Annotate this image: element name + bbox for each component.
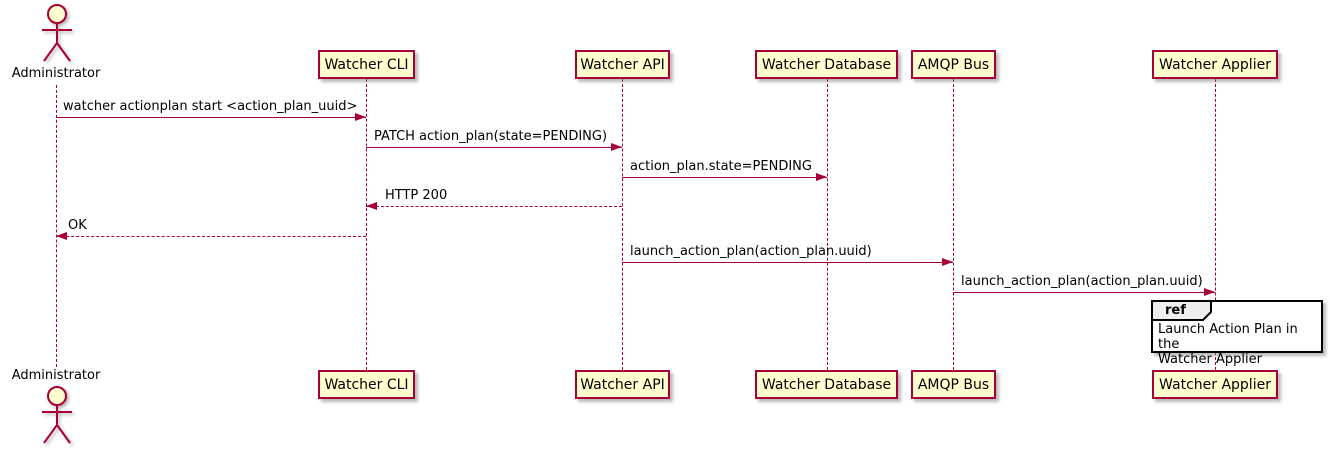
actor-label: Administrator (11, 368, 101, 383)
participant-watcher-database-bottom: Watcher Database (755, 370, 898, 399)
message-arrow-2 (366, 147, 622, 148)
message-label-4: HTTP 200 (385, 188, 448, 203)
participant-label: AMQP Bus (917, 376, 990, 393)
lifeline-watcher-cli (366, 79, 367, 370)
ref-fragment: ref Launch Action Plan in the Watcher Ap… (1151, 300, 1323, 367)
message-label-3: action_plan.state=PENDING (630, 159, 812, 174)
message-label-6: launch_action_plan(action_plan.uuid) (630, 244, 872, 259)
participant-label: Watcher Database (761, 56, 892, 73)
participant-watcher-applier-bottom: Watcher Applier (1152, 370, 1278, 399)
message-label-5: OK (68, 218, 87, 233)
lifeline-watcher-applier (1215, 79, 1216, 370)
message-label-1: watcher actionplan start <action_plan_uu… (63, 99, 358, 114)
participant-watcher-database-top: Watcher Database (755, 50, 898, 79)
ref-text: Launch Action Plan in the Watcher Applie… (1158, 322, 1321, 367)
arrowhead-icon (355, 113, 366, 121)
message-arrow-1 (56, 117, 366, 118)
actor-icon (42, 4, 72, 62)
participant-label: Watcher CLI (324, 376, 409, 393)
participant-amqp-bus-top: AMQP Bus (911, 50, 996, 79)
participant-label: Watcher Database (761, 376, 892, 393)
actor-label: Administrator (11, 66, 101, 81)
participant-watcher-api-bottom: Watcher API (575, 370, 670, 399)
message-arrow-4 (366, 206, 622, 207)
participant-watcher-api-top: Watcher API (575, 50, 670, 79)
arrowhead-icon (611, 143, 622, 151)
ref-tab-shape (1151, 300, 1212, 321)
participant-label: Watcher CLI (324, 56, 409, 73)
participant-watcher-cli-bottom: Watcher CLI (318, 370, 415, 399)
message-label-2: PATCH action_plan(state=PENDING) (374, 129, 608, 144)
arrowhead-icon (366, 202, 377, 210)
message-arrow-7 (953, 292, 1215, 293)
ref-keyword: ref (1165, 303, 1186, 318)
participant-amqp-bus-bottom: AMQP Bus (911, 370, 996, 399)
participant-label: AMQP Bus (917, 56, 990, 73)
participant-label: Watcher API (580, 376, 665, 393)
arrowhead-icon (816, 173, 827, 181)
participant-watcher-cli-top: Watcher CLI (318, 50, 415, 79)
lifeline-watcher-database (827, 79, 828, 370)
participant-label: Watcher Applier (1159, 56, 1271, 73)
arrowhead-icon (56, 232, 67, 240)
message-arrow-5 (56, 236, 366, 237)
lifeline-amqp-bus (953, 79, 954, 370)
participant-watcher-applier-top: Watcher Applier (1152, 50, 1278, 79)
lifeline-administrator (56, 85, 57, 367)
participant-label: Watcher API (580, 56, 665, 73)
ref-text-line: Watcher Applier (1158, 352, 1262, 367)
message-arrow-6 (622, 262, 953, 263)
lifeline-watcher-api (622, 79, 623, 370)
arrowhead-icon (1204, 288, 1215, 296)
actor-icon (42, 386, 72, 444)
participant-label: Watcher Applier (1159, 376, 1271, 393)
arrowhead-icon (942, 258, 953, 266)
message-arrow-3 (622, 177, 827, 178)
ref-text-line: Launch Action Plan in the (1158, 322, 1298, 352)
message-label-7: launch_action_plan(action_plan.uuid) (961, 274, 1203, 289)
